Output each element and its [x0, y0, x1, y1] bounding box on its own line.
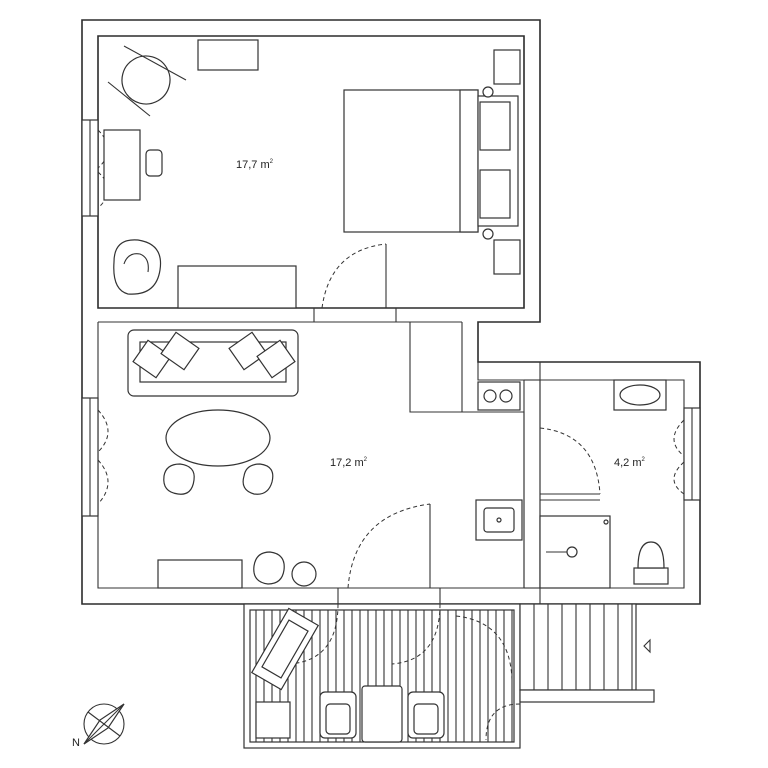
entrance-door — [347, 503, 431, 589]
stove — [477, 381, 521, 411]
kitchen-sink — [475, 499, 523, 541]
bed — [343, 86, 519, 240]
lounge-chair — [250, 607, 320, 691]
compass-icon: N — [72, 703, 125, 749]
armchair-living — [253, 551, 317, 587]
washbasin — [613, 379, 667, 411]
bathroom-area-label: 4,2 m2 — [614, 457, 646, 469]
compass-north-label: N — [72, 737, 80, 749]
tv-bench — [157, 559, 243, 589]
planter — [255, 701, 291, 739]
window-living — [81, 397, 109, 517]
toilet — [633, 541, 669, 585]
sofa — [127, 329, 299, 397]
living-area-label: 17,2 m2 — [330, 457, 368, 469]
bedroom-area-label: 17,7 m2 — [236, 159, 274, 171]
window-bathroom — [673, 407, 701, 501]
nightstands — [493, 49, 521, 275]
bedroom-shelf — [177, 39, 297, 309]
steps — [519, 603, 655, 703]
bedroom-door — [321, 243, 387, 309]
shower — [539, 515, 611, 589]
terrace-table — [361, 685, 403, 743]
step-lines — [533, 604, 633, 690]
terrace-door-swings — [289, 603, 521, 741]
dining-chairs — [163, 463, 274, 495]
dining-table — [165, 409, 271, 467]
bathroom-door — [539, 427, 601, 495]
desk — [103, 129, 163, 201]
armchair-bedroom — [113, 239, 162, 295]
terrace-chairs — [319, 691, 445, 739]
rocking-chair — [107, 45, 187, 117]
